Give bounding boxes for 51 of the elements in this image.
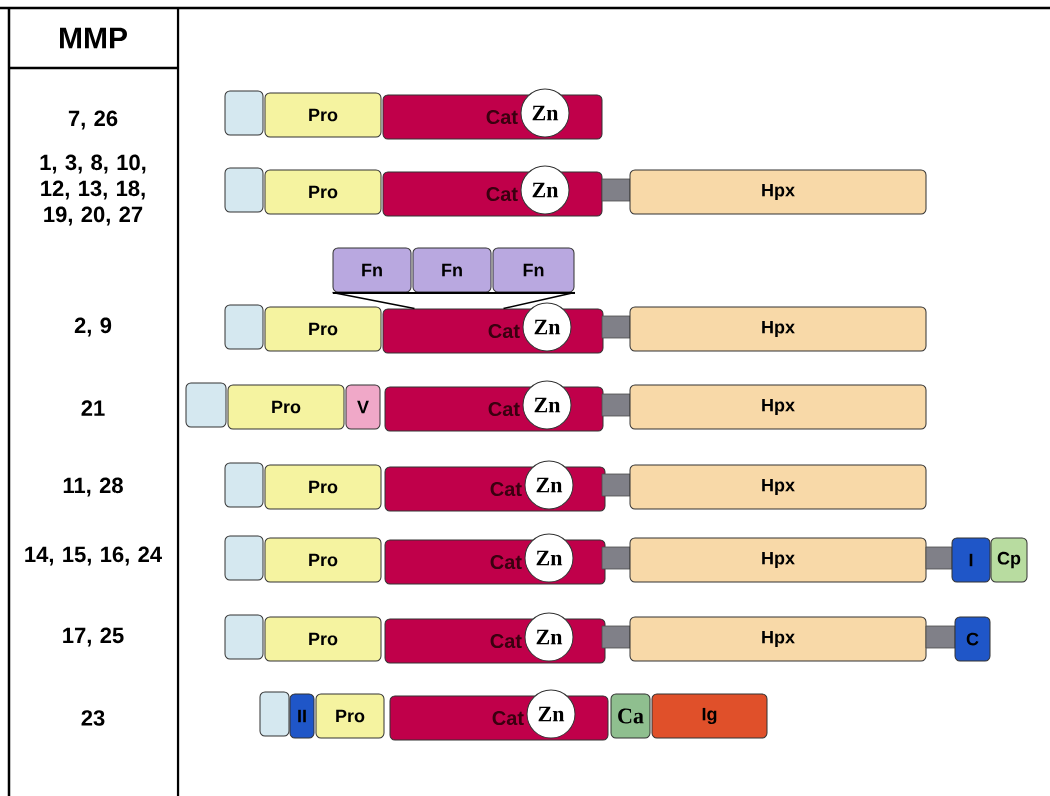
domain-box: [185, 382, 227, 428]
domain-box: Ig: [651, 693, 768, 739]
mmp-number: 1, 3, 8, 10, 12, 13, 18, 19, 20, 27: [40, 154, 146, 226]
domain-box: C: [954, 616, 991, 662]
domain-box: Pro: [264, 616, 382, 662]
mmp-number: 21: [81, 400, 105, 416]
domain-box: Pro: [264, 464, 382, 510]
domain-box: Pro: [264, 537, 382, 583]
mmp-number: 17, 25: [63, 627, 124, 647]
hinge-bar: [601, 315, 631, 339]
domain-box: Pro: [227, 384, 345, 430]
mmp-number: 23: [81, 710, 105, 726]
mmp-number: 14, 15, 16, 24: [25, 546, 162, 566]
domain-box: Fn: [332, 247, 412, 293]
hinge-bar: [925, 625, 956, 649]
domain-box: Hpx: [629, 616, 927, 662]
hinge-bar: [601, 473, 631, 497]
domain-box: Pro: [264, 92, 382, 138]
domain-box: [224, 304, 264, 350]
domain-box: V: [345, 384, 381, 430]
domain-box: I: [951, 537, 991, 583]
hinge-bar: [601, 625, 631, 649]
domain-box: Ca: [610, 693, 651, 739]
hinge-bar: [601, 393, 631, 417]
domain-box: [224, 90, 264, 136]
insertion-line: [331, 291, 416, 310]
domain-box: Fn: [492, 247, 575, 293]
domain-box: Pro: [264, 306, 382, 352]
domain-box: Pro: [315, 693, 385, 739]
domain-box: Hpx: [629, 464, 927, 510]
domain-box: [259, 691, 290, 737]
mmp-number: 7, 26: [68, 110, 118, 130]
hinge-bar: [601, 546, 631, 570]
hinge-bar: [601, 178, 631, 202]
domain-box: [224, 614, 264, 660]
domain-box: Fn: [412, 247, 492, 293]
domain-box: Cp: [990, 537, 1028, 583]
domain-box: [224, 535, 264, 581]
domain-box: [224, 462, 264, 508]
domain-box: Hpx: [629, 384, 927, 430]
mmp-number: 11, 28: [63, 477, 123, 497]
domain-box: Hpx: [629, 306, 927, 352]
domain-box: Hpx: [629, 537, 927, 583]
column-header: MMP: [60, 27, 127, 49]
hinge-bar: [925, 546, 953, 570]
domain-box: Hpx: [629, 169, 927, 215]
mmp-number: 2, 9: [74, 317, 112, 337]
domain-box: [224, 167, 264, 213]
domain-box: II: [289, 693, 315, 739]
insertion-line: [502, 291, 576, 310]
domain-box: Pro: [264, 169, 382, 215]
